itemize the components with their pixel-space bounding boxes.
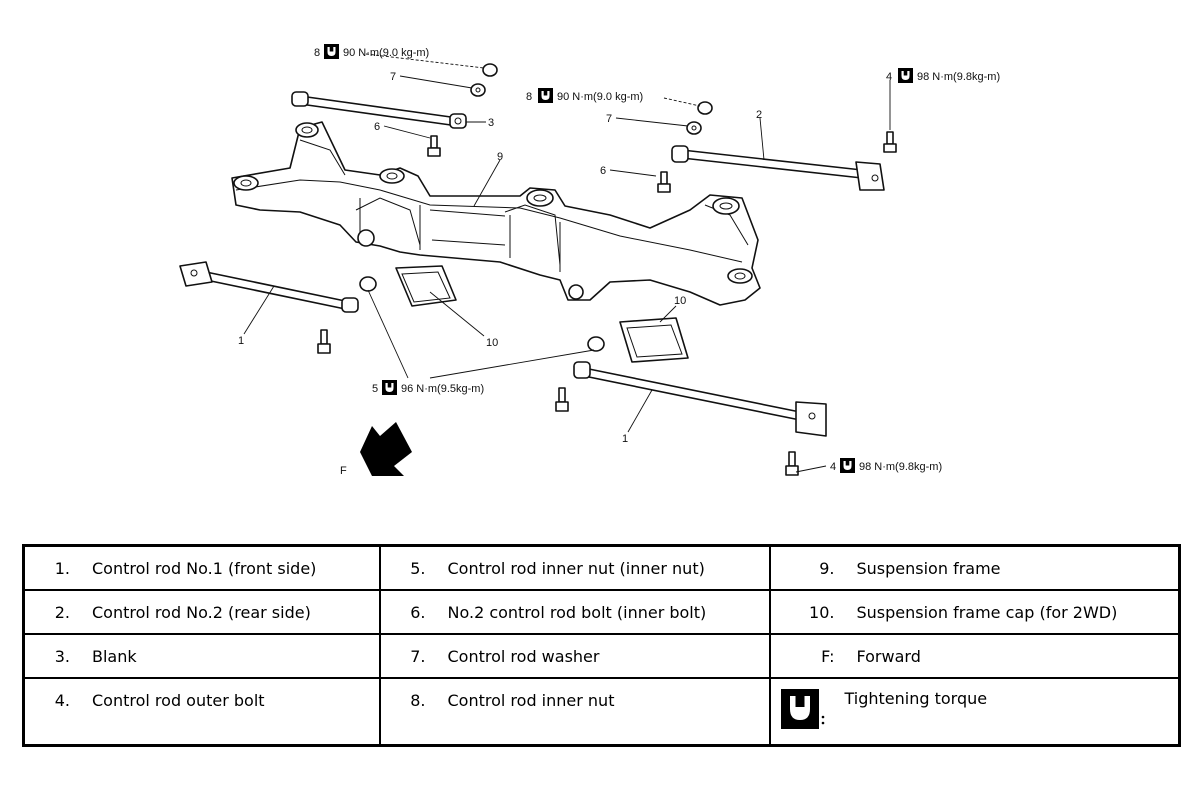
callout-4b: 4 (830, 461, 836, 473)
control-rod-no1-right (573, 361, 827, 437)
control-rod-no2 (671, 145, 885, 191)
torque-5: 96 N·m(9.5kg-m) (401, 383, 484, 395)
legend-cell: 8. Control rod inner nut (378, 676, 771, 747)
torque-wrench-icon (382, 380, 397, 395)
forward-arrow-icon (360, 422, 412, 476)
callout-8b: 8 (526, 91, 532, 103)
legend-number: 1. (54, 559, 70, 578)
nut-washer-parts (359, 63, 713, 352)
legend-cell: 3. Blank (22, 632, 381, 679)
torque-specs: 90 N·m(9.0 kg-m) 90 N·m(9.0 kg-m) 98 N·m… (324, 44, 1000, 473)
callout-9: 9 (497, 151, 503, 163)
callout-f: F (340, 465, 347, 477)
callout-10a: 10 (486, 337, 498, 349)
legend-cell: 6. No.2 control rod bolt (inner bolt) (378, 588, 771, 635)
exploded-parts-diagram: 8 7 6 3 8 7 6 2 4 9 1 10 10 5 1 4 F 90 N… (179, 44, 1000, 477)
legend-cell: 5. Control rod inner nut (inner nut) (378, 544, 771, 591)
torque-wrench-icon (840, 458, 855, 473)
torque-wrench-icon (780, 688, 824, 729)
legend-text: Suspension frame (856, 559, 1001, 578)
torque-8b: 90 N·m(9.0 kg-m) (557, 91, 643, 103)
parts-legend-table: 1. Control rod No.1 (front side) 5. Contro… (22, 544, 1181, 747)
legend-number: 7. (410, 646, 426, 666)
callout-6a: 6 (374, 121, 380, 133)
legend-text: Tightening torque (844, 688, 988, 708)
legend-text: Suspension frame cap (for 2WD) (856, 602, 1118, 622)
bolt-parts (317, 131, 897, 476)
legend-number: 10. (809, 602, 835, 622)
callout-7b: 7 (606, 113, 612, 125)
torque-wrench-icon (538, 88, 553, 103)
legend-number: 2. (54, 602, 70, 622)
callout-labels: 8 7 6 3 8 7 6 2 4 9 1 10 10 5 1 4 F (238, 47, 892, 477)
callout-1b: 1 (622, 433, 628, 445)
legend-number: 6. (410, 602, 426, 622)
legend-text: Control rod washer (447, 646, 600, 666)
legend-cell: 9. Suspension frame (768, 544, 1181, 591)
control-rod-no1-left (179, 261, 359, 313)
callout-2: 2 (756, 109, 762, 121)
torque-wrench-icon (324, 44, 339, 59)
legend-text: No.2 control rod bolt (inner bolt) (447, 602, 707, 622)
legend-cell: 7. Control rod washer (378, 632, 771, 679)
legend-row: 2. Control rod No.2 (rear side) 6. No.2 co… (22, 588, 1181, 635)
legend-number: F: (821, 646, 835, 666)
suspension-frame-caps (395, 265, 689, 363)
legend-cell: 2. Control rod No.2 (rear side) (22, 588, 381, 635)
legend-row: 4. Control rod outer bolt 8. Control rod i… (22, 676, 1181, 747)
suspension-frame (231, 121, 761, 306)
torque-8a: 90 N·m(9.0 kg-m) (343, 47, 429, 59)
legend-number: 9. (819, 559, 835, 578)
callout-1a: 1 (238, 335, 244, 347)
legend-cell: 10. Suspension frame cap (for 2WD) (768, 588, 1181, 635)
legend-text: Control rod inner nut (inner nut) (447, 559, 705, 578)
callout-10b: 10 (674, 295, 686, 307)
legend-cell: F: Forward (768, 632, 1181, 679)
legend-cell: 4. Control rod outer bolt (22, 676, 381, 747)
callout-6b: 6 (600, 165, 606, 177)
legend-text: Control rod No.2 (rear side) (92, 602, 311, 622)
legend-cell: : Tightening torque (768, 676, 1181, 747)
legend-row: 1. Control rod No.1 (front side) 5. Contro… (22, 544, 1181, 591)
legend-number: 8. (410, 690, 426, 710)
callout-4a: 4 (886, 71, 892, 83)
legend-text: Control rod inner nut (447, 690, 615, 710)
legend-text: Control rod outer bolt (92, 690, 265, 710)
legend-text: Blank (92, 646, 137, 666)
legend-row: 3. Blank 7. Control rod washer F: Forward (22, 632, 1181, 679)
callout-5: 5 (372, 383, 378, 395)
legend-cell: 1. Control rod No.1 (front side) (22, 544, 381, 591)
leader-lines (243, 53, 891, 473)
legend-number: 5. (410, 559, 426, 578)
callout-3: 3 (488, 117, 494, 129)
legend-number: 4. (54, 690, 70, 710)
torque-4b: 98 N·m(9.8kg-m) (859, 461, 942, 473)
control-rod-rear-left (291, 91, 467, 129)
legend-text: Control rod No.1 (front side) (92, 559, 317, 578)
callout-8a: 8 (314, 47, 320, 59)
callout-7a: 7 (390, 71, 396, 83)
torque-wrench-icon (898, 68, 913, 83)
torque-4a: 98 N·m(9.8kg-m) (917, 71, 1000, 83)
legend-number: 3. (54, 646, 70, 666)
legend-text: Forward (856, 646, 921, 666)
